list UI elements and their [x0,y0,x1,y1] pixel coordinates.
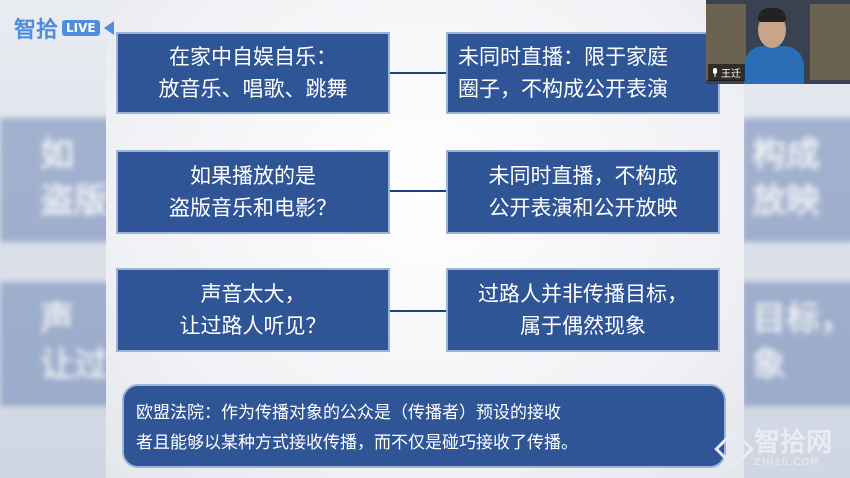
question-line: 盗版音乐和电影？ [169,192,337,224]
brand-logo: 智拾 LIVE [14,12,114,44]
question-line: 声音太大， [201,278,306,310]
answer-box-1: 未同时直播：限于家庭 圈子，不构成公开表演 [446,32,720,114]
connector-line-1 [390,72,446,74]
answer-line: 圈子，不构成公开表演 [458,73,668,105]
question-line: 如果播放的是 [190,160,316,192]
connector-line-2 [390,190,446,192]
conclusion-line: 者且能够以某种方式接收传播，而不仅是碰巧接收了传播。 [136,428,714,458]
answer-line: 过路人并非传播目标， [478,278,688,310]
question-box-2: 如果播放的是 盗版音乐和电影？ [116,150,390,234]
diamond-logo-icon [714,429,754,469]
question-box-3: 声音太大， 让过路人听见？ [116,268,390,352]
ghost-box-right-2: 构成 放映 [742,118,850,242]
watermark-url: ZHI10.COM [754,457,832,468]
connector-line-3 [390,310,446,312]
ghost-text: 放映 [752,178,850,224]
bookshelf [810,4,850,80]
speaker-name-tag: 王迁 [708,64,745,81]
answer-line: 未同时直播，不构成 [489,160,678,192]
webcam-video: 王迁 [706,0,850,84]
live-badge: LIVE [62,20,100,36]
logo-text: 智拾 [14,12,58,44]
question-line: 在家中自娱自乐： [169,41,337,73]
watermark-text: 智拾网 [754,429,832,457]
conclusion-line: 欧盟法院：作为传播对象的公众是（传播者）预设的接收 [136,398,714,428]
conclusion-box: 欧盟法院：作为传播对象的公众是（传播者）预设的接收 者且能够以某种方式接收传播，… [122,384,726,468]
question-box-1: 在家中自娱自乐： 放音乐、唱歌、跳舞 [116,32,390,114]
microphone-icon [712,68,718,77]
site-watermark: 智拾网 ZHI10.COM [720,429,832,468]
answer-box-3: 过路人并非传播目标， 属于偶然现象 [446,268,720,352]
ghost-text: 构成 [752,132,850,178]
ghost-text: 象 [752,342,850,388]
answer-line: 公开表演和公开放映 [489,192,678,224]
speaker-hair [758,8,786,22]
ghost-box-right-3: 目标， 象 [742,282,850,406]
ghost-text: 目标， [752,296,850,342]
question-line: 让过路人听见？ [180,310,327,342]
question-line: 放音乐、唱歌、跳舞 [159,73,348,105]
speaker-body [744,46,804,84]
play-icon [104,21,114,35]
speaker-name: 王迁 [721,65,741,80]
answer-line: 未同时直播：限于家庭 [458,41,668,73]
answer-line: 属于偶然现象 [520,310,646,342]
answer-box-2: 未同时直播，不构成 公开表演和公开放映 [446,150,720,234]
